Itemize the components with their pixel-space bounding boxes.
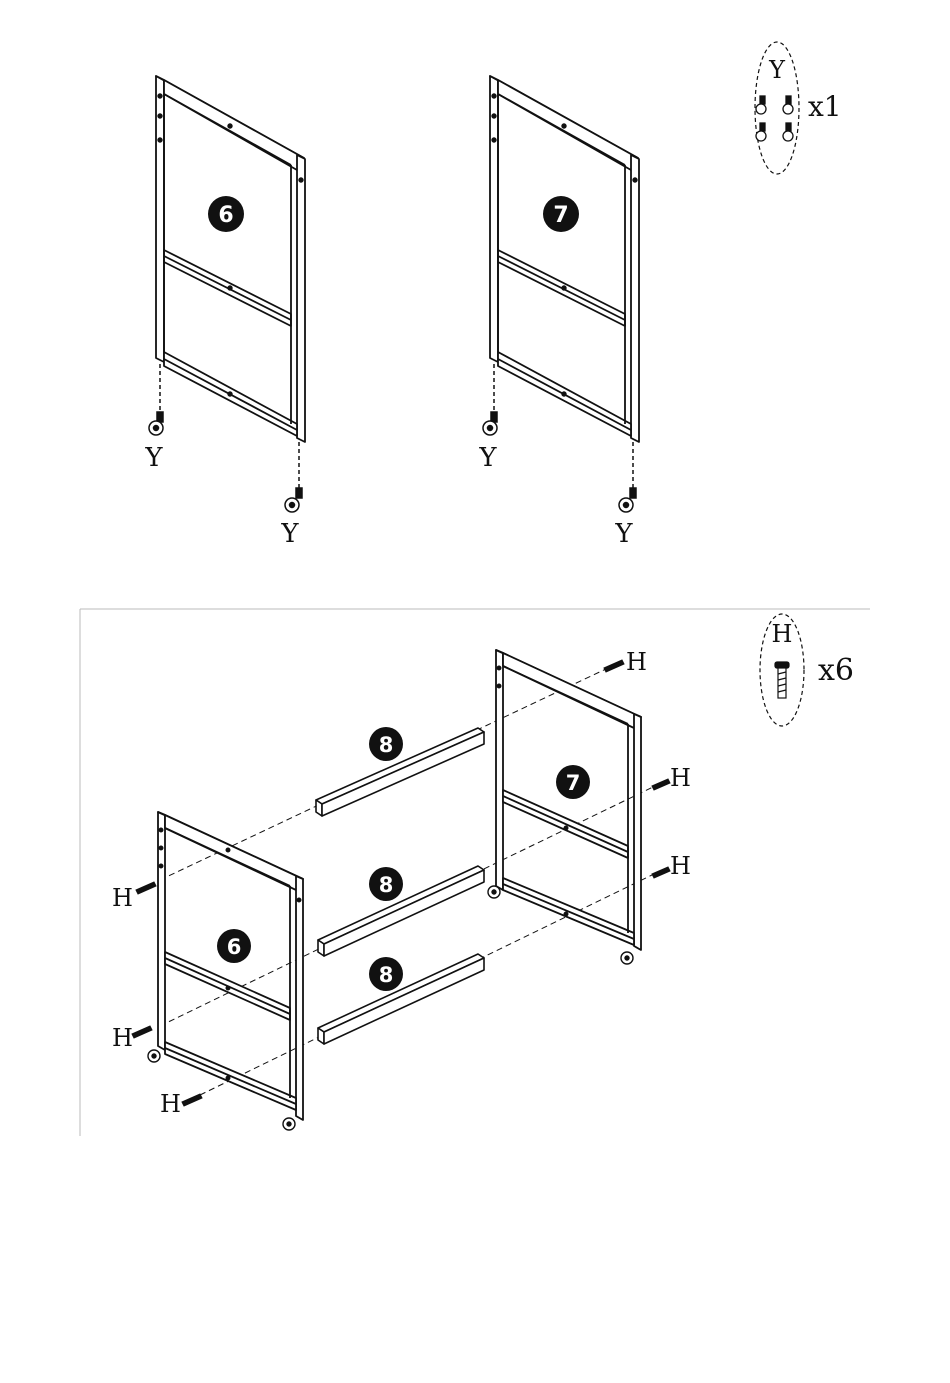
frame-panel-7 [490,76,639,442]
bolt-label-h: H [670,852,691,880]
caster-label-y: Y [478,443,497,473]
caster-icon [619,442,636,512]
svg-text:8: 8 [379,873,394,897]
hardware-callout-y: Y x1 [755,42,842,174]
part-badge-6: 6 [217,929,251,963]
bolt-icon [775,662,789,698]
bolt-label-h: H [670,764,691,792]
step1-section: 6 Y Y [144,42,841,549]
bolt-label-h: H [112,1024,133,1052]
svg-text:7: 7 [566,771,581,795]
caster-icon [483,364,497,435]
hardware-quantity: x6 [818,653,854,688]
caster-icon [285,442,302,512]
alignment-lines [160,668,656,1095]
hardware-quantity: x1 [808,90,842,123]
part-badge-8: 8 [369,727,403,761]
svg-text:8: 8 [379,963,394,987]
caster-label-y: Y [280,519,299,549]
hardware-label: Y [768,56,786,84]
caster-label-y: Y [144,443,163,473]
hardware-callout-h: H x6 [760,614,854,726]
svg-text:7: 7 [553,203,568,228]
caster-icon [756,96,793,141]
bolt-label-h: H [112,884,133,912]
svg-text:8: 8 [379,733,394,757]
frame-panel-6 [156,76,305,442]
caster-icon [149,364,163,435]
part-badge-8: 8 [369,957,403,991]
frame-panel-6 [158,812,303,1120]
frame-panel-7 [496,650,641,950]
part-badge-7: 7 [543,196,579,232]
part-badge-7: 7 [556,765,590,799]
caster-label-y: Y [614,519,633,549]
hardware-label: H [772,620,793,648]
part-badge-6: 6 [208,196,244,232]
bolt-label-h: H [160,1090,181,1118]
step2-section: 7 8 8 8 [112,614,854,1130]
svg-text:6: 6 [218,203,233,228]
part-badge-8: 8 [369,867,403,901]
svg-text:6: 6 [227,935,242,959]
bolt-label-h: H [626,648,647,676]
